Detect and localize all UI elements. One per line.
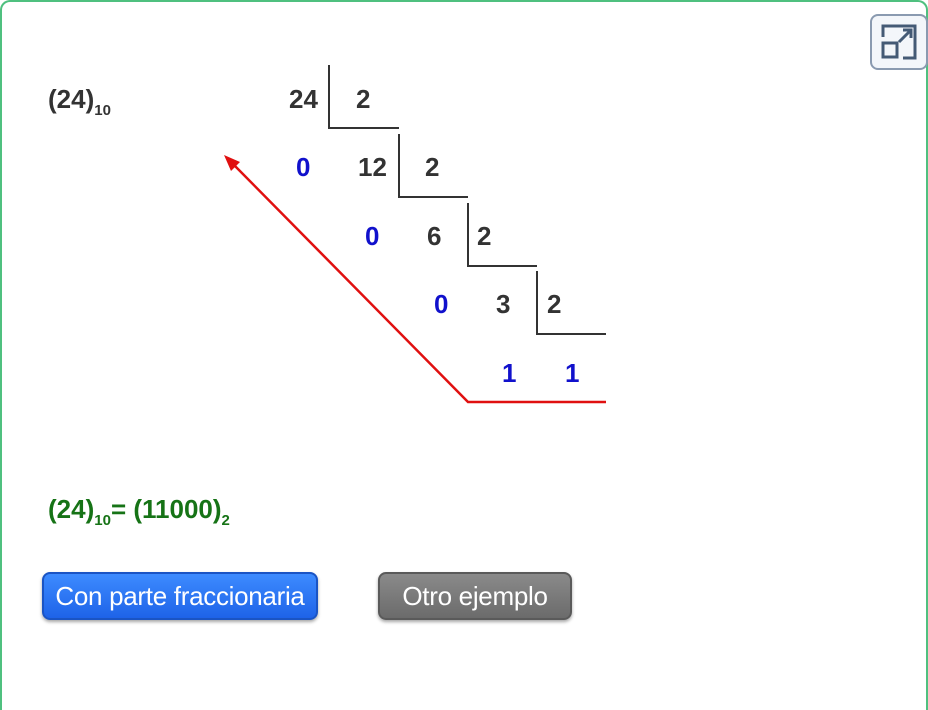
- remainder-4: 1: [502, 358, 517, 388]
- divisor-4: 2: [547, 289, 562, 319]
- result-decimal: (24): [48, 494, 95, 524]
- remainder-3: 0: [434, 289, 449, 319]
- read-direction-arrow: [224, 155, 606, 404]
- fraction-part-button[interactable]: Con parte fraccionaria: [42, 572, 318, 620]
- divisor-2: 2: [425, 152, 440, 182]
- source-number-value: (24): [48, 84, 95, 114]
- remainder-1: 0: [296, 152, 311, 182]
- result-decimal-base: 10: [94, 512, 111, 529]
- divisor-3: 2: [477, 221, 492, 251]
- expand-button[interactable]: [870, 14, 928, 70]
- source-number-base: 10: [94, 102, 111, 119]
- remainder-2: 0: [365, 221, 380, 251]
- source-number: (24)10: [48, 84, 111, 119]
- expand-icon: [881, 24, 917, 60]
- result-binary: = (11000): [110, 494, 222, 524]
- dividend-2: 12: [358, 152, 387, 182]
- result-binary-base: 2: [221, 512, 230, 529]
- conversion-result: (24)10= (11000)2: [48, 494, 230, 529]
- dividend-3: 6: [427, 221, 442, 251]
- divisor-1: 2: [356, 84, 371, 114]
- other-example-button[interactable]: Otro ejemplo: [378, 572, 572, 620]
- final-quotient: 1: [565, 358, 580, 388]
- dividend-4: 3: [496, 289, 511, 319]
- dividend-1: 24: [289, 84, 318, 114]
